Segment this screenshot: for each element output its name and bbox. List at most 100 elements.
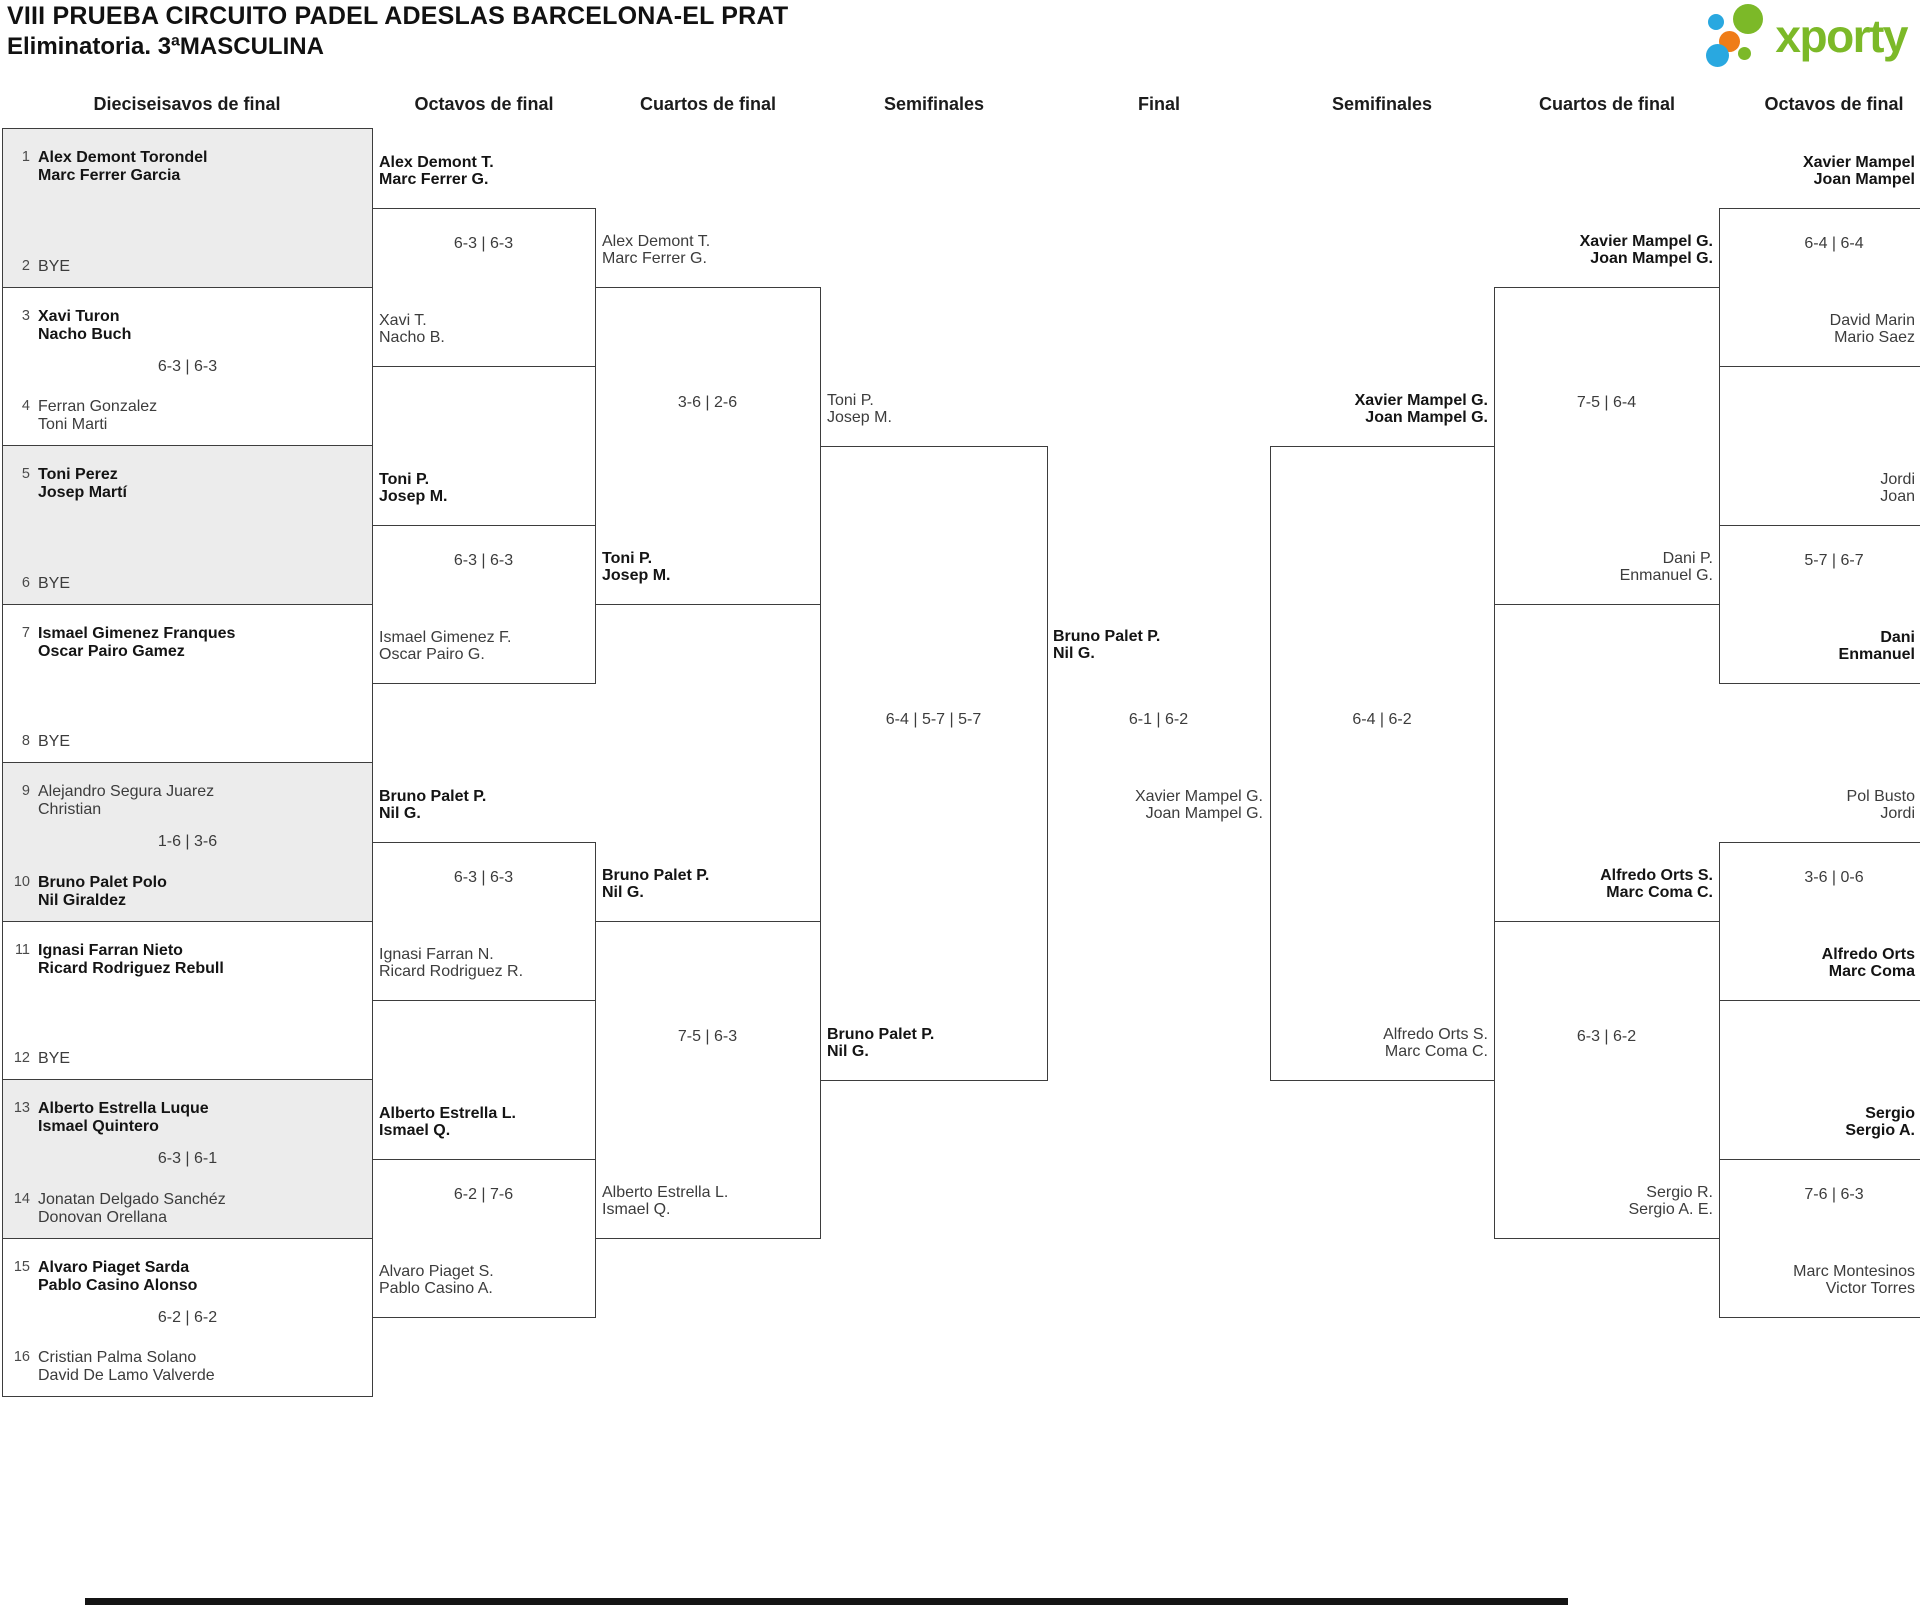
team-name-line: Xavier Mampel G. (1579, 233, 1713, 250)
team-name-line: Marc Ferrer Garcia (38, 166, 181, 184)
team-name-line: Donovan Orellana (38, 1208, 167, 1226)
team-label: Toni P.Josep M. (379, 471, 447, 505)
team-name-line: Sergio R. (1646, 1184, 1713, 1201)
team-name-line: Toni P. (379, 471, 430, 488)
team-name-line: Alberto Estrella L. (379, 1105, 516, 1122)
team-name-line: Joan (1880, 488, 1915, 505)
team-name-line: Ismael Gimenez Franques (38, 625, 236, 642)
team-name-line: Alfredo Orts (1821, 946, 1915, 963)
team-name-line: Enmanuel G. (1619, 567, 1713, 584)
team-name-line: Josep M. (602, 567, 671, 584)
match-score: 6-2 | 7-6 (453, 1186, 514, 1203)
team-label: Bruno Palet P.Nil G. (827, 1026, 934, 1060)
seed-number: 13 (13, 1100, 30, 1116)
team-name-line: Alex Demont Torondel (38, 149, 208, 166)
team-name-line: Nil Giraldez (38, 891, 127, 909)
team-name-line: Nil G. (827, 1043, 869, 1060)
team-name-line: Toni Marti (38, 415, 108, 433)
team-name-line: Toni P. (827, 392, 874, 409)
team-names: BYE (38, 575, 70, 593)
team-name-line: Alfredo Orts S. (1600, 867, 1713, 884)
team-name-line: Pol Busto (1846, 788, 1915, 805)
team-name-line: Alberto Estrella Luque (38, 1100, 209, 1117)
match-score: 6-3 | 6-3 (157, 357, 218, 375)
team-names: BYE (38, 1050, 70, 1068)
match-score: 6-3 | 6-3 (453, 869, 514, 886)
seed-number: 10 (13, 874, 30, 890)
team-name-line: David De Lamo Valverde (38, 1366, 215, 1384)
team-label: Ignasi Farran N.Ricard Rodriguez R. (379, 946, 523, 980)
xporty-logo-text: xporty (1775, 10, 1908, 62)
team-name-line: Alex Demont T. (602, 233, 711, 250)
team-name-line: Dani P. (1662, 550, 1713, 567)
team-name-line: Joan Mampel (1813, 171, 1915, 188)
team-label: Bruno Palet P.Nil G. (379, 788, 486, 822)
team-entry: 12 BYE (10, 1050, 366, 1068)
team-label: Sergio R.Sergio A. E. (1629, 1184, 1714, 1218)
team-name-line: Xavier Mampel G. (1354, 392, 1488, 409)
round-header-dieciseisavos: Dieciseisavos de final (93, 94, 281, 114)
team-name-line: Nil G. (602, 884, 644, 901)
team-name-line: Sergio (1865, 1105, 1915, 1122)
seed-number: 12 (13, 1049, 30, 1066)
team-name-line: Marc Ferrer G. (602, 250, 707, 267)
match-score: 7-5 | 6-3 (677, 1027, 738, 1045)
seed-number: 2 (21, 257, 30, 274)
match-rect (1494, 921, 1720, 1239)
team-name-line: Victor Torres (1825, 1280, 1915, 1297)
team-label: Xavi T.Nacho B. (379, 312, 445, 346)
logo-dot-blue-small-icon (1708, 14, 1725, 30)
team-name-line: Ismael Q. (379, 1122, 451, 1139)
team-name-line: Xavi T. (379, 312, 427, 329)
clipped-next-section-bar (85, 1598, 1568, 1605)
page-title: VIII PRUEBA CIRCUITO PADEL ADESLAS BARCE… (7, 2, 789, 30)
team-name-line: Nil G. (379, 805, 421, 822)
xporty-logo: xporty (1706, 4, 1908, 68)
team-name-line: Bruno Palet P. (827, 1026, 935, 1043)
seed-number: 1 (21, 149, 30, 165)
match-score: 6-4 | 6-2 (1352, 711, 1412, 728)
team-label: Alfredo Orts S.Marc Coma C. (1600, 867, 1713, 901)
team-name-line: Marc Montesinos (1793, 1263, 1915, 1280)
logo-dot-green-small-icon (1738, 47, 1752, 60)
team-name-line: Marc Coma C. (1384, 1043, 1488, 1060)
team-label: Xavier Mampel G.Joan Mampel G. (1135, 788, 1263, 822)
match-score: 5-7 | 6-7 (1804, 552, 1864, 569)
match-rect (1494, 287, 1720, 605)
round-header-final: Final (1137, 94, 1180, 114)
match-rect (1719, 525, 1920, 684)
team-name-line: Xavier Mampel G. (1134, 788, 1263, 805)
team-name-line: Alvaro Piaget Sarda (38, 1259, 190, 1276)
match-score: 6-2 | 6-2 (157, 1308, 218, 1326)
page-subtitle: Eliminatoria. 3ªMASCULINA (7, 33, 324, 60)
match-rect (1719, 1159, 1920, 1318)
match-rect (1719, 208, 1920, 367)
team-label: Ismael Gimenez F.Oscar Pairo G. (379, 629, 511, 663)
team-name-line: Bruno Palet P. (602, 867, 710, 884)
team-name-line: Jordi (1880, 471, 1915, 488)
team-name-line: Ismael Quintero (38, 1117, 159, 1135)
team-name-line: Toni Perez (38, 466, 118, 483)
team-name-line: Joan Mampel G. (1590, 250, 1713, 267)
seed-number: 8 (21, 732, 30, 749)
team-label: Alex Demont T.Marc Ferrer G. (379, 154, 494, 188)
